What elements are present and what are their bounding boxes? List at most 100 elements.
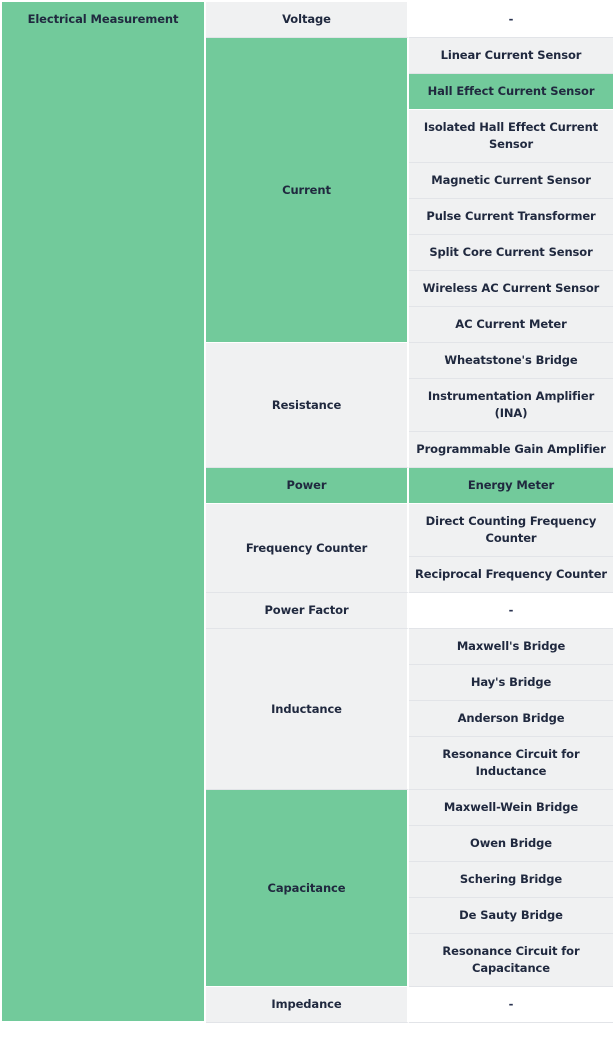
table-row: Pulse Current Transformer xyxy=(2,199,613,235)
method-label: Schering Bridge xyxy=(459,872,563,887)
table-row: De Sauty Bridge xyxy=(2,898,613,934)
method-cell[interactable]: Resonance Circuit for Capacitance xyxy=(409,934,613,987)
table-row: Resonance Circuit for Inductance xyxy=(2,737,613,790)
method-label: Reciprocal Frequency Counter xyxy=(415,567,607,582)
quantity-label: Resistance xyxy=(271,397,342,412)
method-label: - xyxy=(508,997,514,1012)
method-cell[interactable]: Maxwell's Bridge xyxy=(409,629,613,665)
method-label: Wireless AC Current Sensor xyxy=(422,281,600,296)
quantity-cell[interactable]: Frequency Counter xyxy=(206,504,409,593)
taxonomy-table: Electrical Measurement Voltage - Current Lin… xyxy=(2,2,613,1023)
table-row: Magnetic Current Sensor xyxy=(2,163,613,199)
method-label: Resonance Circuit for Capacitance xyxy=(442,944,580,975)
method-label: Maxwell-Wein Bridge xyxy=(443,800,579,815)
method-label: Owen Bridge xyxy=(470,836,552,851)
method-cell[interactable]: Split Core Current Sensor xyxy=(409,235,613,271)
table-row: Impedance - xyxy=(2,987,613,1023)
method-label: Isolated Hall Effect Current Sensor xyxy=(423,120,599,151)
method-cell[interactable]: Hall Effect Current Sensor xyxy=(409,74,613,110)
method-cell-empty[interactable]: - xyxy=(409,2,613,38)
method-cell[interactable]: Schering Bridge xyxy=(409,862,613,898)
method-cell[interactable]: Resonance Circuit for Inductance xyxy=(409,737,613,790)
table-row: Inductance Maxwell's Bridge xyxy=(2,629,613,790)
method-label: Maxwell's Bridge xyxy=(456,639,566,654)
table-row: Anderson Bridge xyxy=(2,701,613,737)
table-row: Owen Bridge xyxy=(2,826,613,862)
table-row: Power Factor - xyxy=(2,593,613,629)
quantity-cell[interactable]: Impedance xyxy=(206,987,409,1023)
method-label: AC Current Meter xyxy=(455,317,567,332)
table-row: Power Energy Meter xyxy=(2,468,613,504)
method-label: Instrumentation Amplifier (INA) xyxy=(427,389,595,420)
quantity-cell[interactable]: Power Factor xyxy=(206,593,409,629)
method-label: Resonance Circuit for Inductance xyxy=(442,747,580,778)
method-label: - xyxy=(508,12,514,27)
method-label: Wheatstone's Bridge xyxy=(444,353,578,368)
table-row: Reciprocal Frequency Counter xyxy=(2,557,613,593)
method-label: - xyxy=(508,603,514,618)
table-row: Capacitance Maxwell-Wein Bridge xyxy=(2,790,613,987)
table-row: Resistance Wheatstone's Bridge xyxy=(2,343,613,468)
table-row: Programmable Gain Amplifier xyxy=(2,432,613,468)
quantity-label: Power Factor xyxy=(264,603,349,618)
quantity-label: Current xyxy=(282,182,331,197)
method-label: Magnetic Current Sensor xyxy=(431,173,591,188)
domain-cell[interactable]: Electrical Measurement xyxy=(2,2,206,1023)
method-cell[interactable]: Pulse Current Transformer xyxy=(409,199,613,235)
quantity-cell[interactable]: Power xyxy=(206,468,409,504)
method-cell[interactable]: Programmable Gain Amplifier xyxy=(409,432,613,468)
quantity-label: Frequency Counter xyxy=(245,540,368,555)
method-label: Direct Counting Frequency Counter xyxy=(425,514,597,545)
table-row: Hay's Bridge xyxy=(2,665,613,701)
table-row: Resonance Circuit for Capacitance xyxy=(2,934,613,987)
method-cell[interactable]: Wireless AC Current Sensor xyxy=(409,271,613,307)
method-label: Hall Effect Current Sensor xyxy=(427,84,595,99)
method-cell[interactable]: Isolated Hall Effect Current Sensor xyxy=(409,110,613,163)
method-cell[interactable]: Reciprocal Frequency Counter xyxy=(409,557,613,593)
method-cell-empty[interactable]: - xyxy=(409,593,613,629)
method-label: Anderson Bridge xyxy=(457,711,565,726)
table-row: Wireless AC Current Sensor xyxy=(2,271,613,307)
table-row: AC Current Meter xyxy=(2,307,613,343)
quantity-label: Voltage xyxy=(282,12,331,27)
quantity-cell[interactable]: Capacitance xyxy=(206,790,409,987)
method-cell[interactable]: Instrumentation Amplifier (INA) xyxy=(409,379,613,432)
method-cell[interactable]: AC Current Meter xyxy=(409,307,613,343)
quantity-label: Inductance xyxy=(271,701,342,716)
quantity-cell[interactable]: Voltage xyxy=(206,2,409,38)
quantity-label: Capacitance xyxy=(267,880,346,895)
table-row: Split Core Current Sensor xyxy=(2,235,613,271)
method-label: Pulse Current Transformer xyxy=(426,209,596,224)
domain-label: Electrical Measurement xyxy=(27,12,179,26)
quantity-label: Impedance xyxy=(271,997,342,1012)
method-cell[interactable]: Maxwell-Wein Bridge xyxy=(409,790,613,826)
quantity-cell[interactable]: Inductance xyxy=(206,629,409,790)
table-row: Hall Effect Current Sensor xyxy=(2,74,613,110)
table-row: Isolated Hall Effect Current Sensor xyxy=(2,110,613,163)
method-cell[interactable]: Energy Meter xyxy=(409,468,613,504)
table-row: Frequency Counter Direct Counting Frequen… xyxy=(2,504,613,593)
quantity-label: Power xyxy=(286,478,327,493)
method-cell[interactable]: Owen Bridge xyxy=(409,826,613,862)
table-row: Instrumentation Amplifier (INA) xyxy=(2,379,613,432)
method-cell[interactable]: De Sauty Bridge xyxy=(409,898,613,934)
method-cell[interactable]: Magnetic Current Sensor xyxy=(409,163,613,199)
method-label: De Sauty Bridge xyxy=(459,908,563,923)
method-cell[interactable]: Direct Counting Frequency Counter xyxy=(409,504,613,557)
quantity-cell[interactable]: Current xyxy=(206,38,409,343)
method-cell[interactable]: Wheatstone's Bridge xyxy=(409,343,613,379)
quantity-cell[interactable]: Resistance xyxy=(206,343,409,468)
table-body: Electrical Measurement Voltage - Current Lin… xyxy=(2,2,613,1023)
method-cell[interactable]: Linear Current Sensor xyxy=(409,38,613,74)
method-cell[interactable]: Hay's Bridge xyxy=(409,665,613,701)
method-label: Energy Meter xyxy=(467,478,555,493)
method-label: Hay's Bridge xyxy=(470,675,552,690)
method-label: Programmable Gain Amplifier xyxy=(416,442,606,457)
method-cell[interactable]: Anderson Bridge xyxy=(409,701,613,737)
method-cell-empty[interactable]: - xyxy=(409,987,613,1023)
method-label: Linear Current Sensor xyxy=(440,48,582,63)
table-row: Current Linear Current Sensor xyxy=(2,38,613,343)
table-row: Schering Bridge xyxy=(2,862,613,898)
table-row: Electrical Measurement Voltage - xyxy=(2,2,613,1023)
